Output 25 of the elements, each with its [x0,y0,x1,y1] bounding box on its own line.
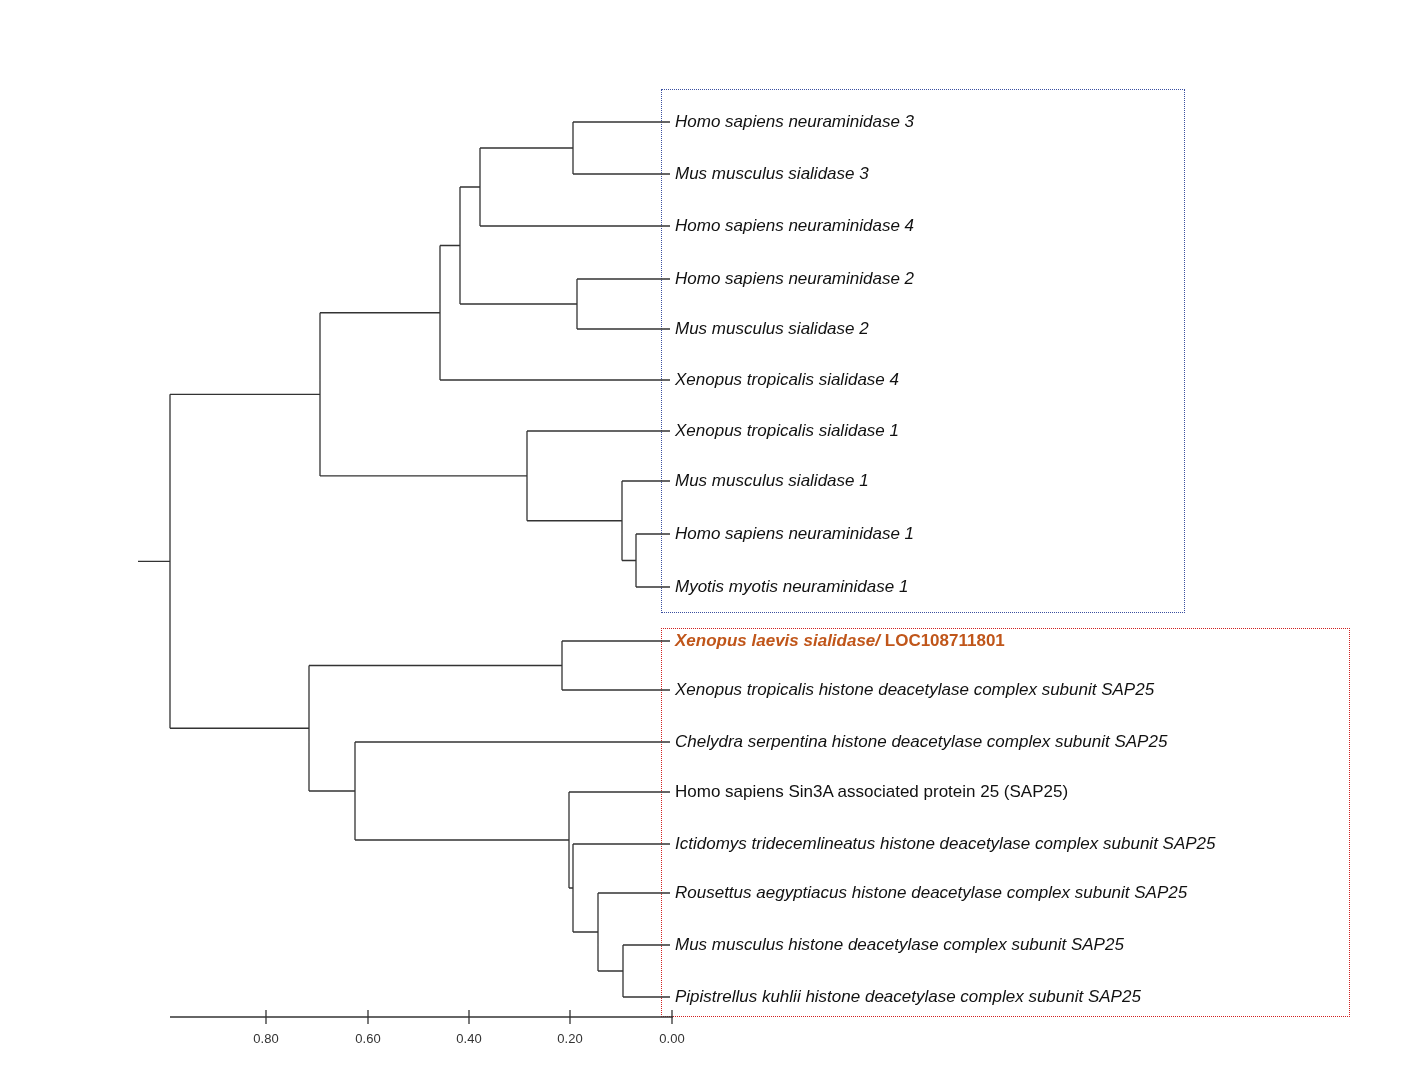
taxon-label: Pipistrellus kuhlii histone deacetylase complex subunit SAP25 [675,986,1141,1008]
taxon-label: Homo sapiens neuraminidase 2 [675,268,915,290]
taxon-label: Homo sapiens neuraminidase 4 [675,215,915,237]
axis-tick-label: 0.20 [557,1031,583,1046]
taxon-label: Chelydra serpentina histone deacetylase complex subunit SAP25 [675,731,1168,753]
taxon-label: Mus musculus sialidase 3 [675,163,869,185]
taxon-label: Xenopus tropicalis sialidase 1 [675,420,899,442]
taxon-label: Homo sapiens neuraminidase 1 [675,523,915,545]
taxon-label: Xenopus tropicalis histone deacetylase complex subunit SAP25 [675,679,1155,701]
axis-tick-label: 0.60 [355,1031,381,1046]
taxon-label: Ictidomys tridecemlineatus histone deacetylase complex subunit SAP25 [675,833,1216,855]
axis-tick-label: 0.80 [253,1031,279,1046]
axis-tick-label: 0.40 [456,1031,482,1046]
dotted-frame [661,89,1185,613]
taxon-label: Homo sapiens Sin3A associated protein 25 (SAP25) [675,781,1069,803]
taxon-label: Homo sapiens neuraminidase 3 [675,111,915,133]
axis-tick-label: 0.00 [659,1031,685,1046]
taxon-label: Mus musculus sialidase 1 [675,470,869,492]
taxon-label: Mus musculus histone deacetylase complex subunit SAP25 [675,934,1124,956]
taxon-label: Myotis myotis neuraminidase 1 [675,576,909,598]
taxon-label: Xenopus laevis sialidase/ LOC108711801 [675,630,1005,652]
dotted-frame [661,628,1350,1017]
taxon-label: Xenopus tropicalis sialidase 4 [675,369,899,391]
taxon-label: Rousettus aegyptiacus histone deacetylase complex subunit SAP25 [675,882,1188,904]
taxon-label: Mus musculus sialidase 2 [675,318,869,340]
